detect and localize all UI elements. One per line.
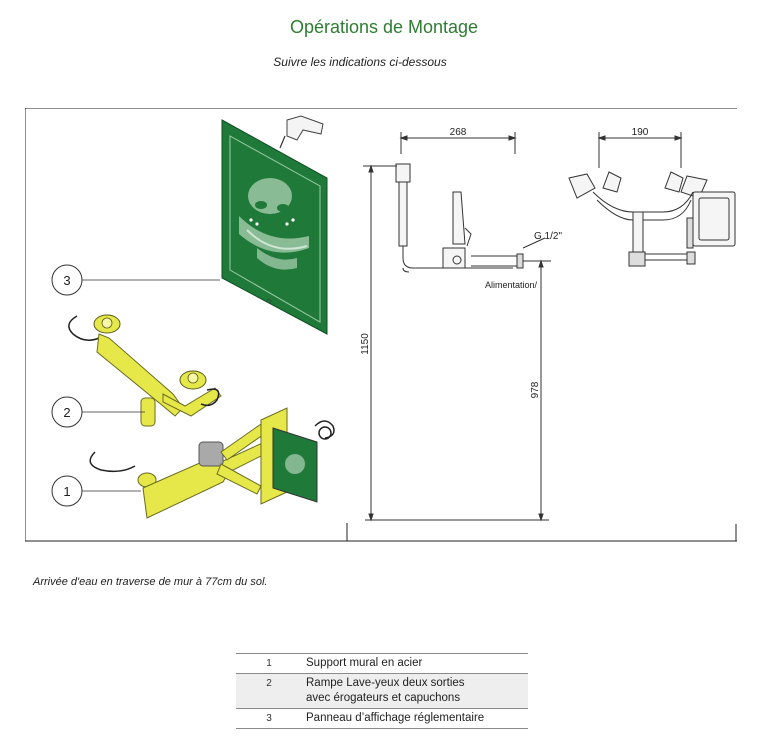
legend-row: 1 Support mural en acier bbox=[236, 653, 528, 674]
callout-2: 2 bbox=[51, 396, 145, 428]
dim-width-side: 190 bbox=[632, 127, 649, 138]
dim-width-front: 268 bbox=[450, 127, 467, 138]
dim-height-total: 1150 bbox=[360, 333, 371, 355]
legend-text: Panneau d’affichage réglementaire bbox=[306, 712, 485, 724]
safety-sign-panel bbox=[221, 115, 328, 335]
installation-note: Arrivée d'eau en traverse de mur à 77cm … bbox=[33, 576, 268, 588]
page-title: Opérations de Montage bbox=[289, 17, 479, 37]
assembly-drawing-frame: 3 2 1 bbox=[25, 108, 737, 542]
dim-height-inlet: 978 bbox=[530, 381, 541, 398]
dim-inlet-label: Alimentation/ bbox=[485, 280, 538, 290]
legend-row: 3 Panneau d’affichage réglementaire bbox=[236, 708, 528, 729]
dim-thread: G 1/2" bbox=[534, 231, 562, 242]
parts-legend: 1 Support mural en acier 2 Rampe Lave-ye… bbox=[236, 653, 528, 729]
legend-num: 2 bbox=[266, 678, 272, 689]
wall-bracket bbox=[89, 407, 335, 519]
callout-3: 3 bbox=[51, 264, 220, 296]
page-subtitle: Suivre les indications ci-dessous bbox=[273, 55, 447, 69]
callout-1: 1 bbox=[51, 475, 141, 507]
front-elevation bbox=[363, 132, 551, 522]
legend-text: Support mural en acier bbox=[306, 657, 423, 669]
legend-text-line2: avec érogateurs et capuchons bbox=[306, 692, 461, 704]
side-elevation bbox=[568, 132, 736, 267]
assembly-drawing: 3 2 1 bbox=[25, 108, 737, 542]
legend-text: Rampe Lave-yeux deux sorties avec érogat… bbox=[302, 674, 528, 709]
legend-num: 1 bbox=[266, 658, 272, 669]
legend-row: 2 Rampe Lave-yeux deux sorties avec érog… bbox=[236, 673, 528, 709]
svg-text:3: 3 bbox=[63, 273, 70, 288]
svg-text:1: 1 bbox=[63, 484, 70, 499]
eyewash-ramp bbox=[68, 314, 222, 427]
legend-num: 3 bbox=[266, 713, 272, 724]
legend-text-line1: Rampe Lave-yeux deux sorties bbox=[306, 677, 465, 689]
svg-text:2: 2 bbox=[63, 405, 70, 420]
